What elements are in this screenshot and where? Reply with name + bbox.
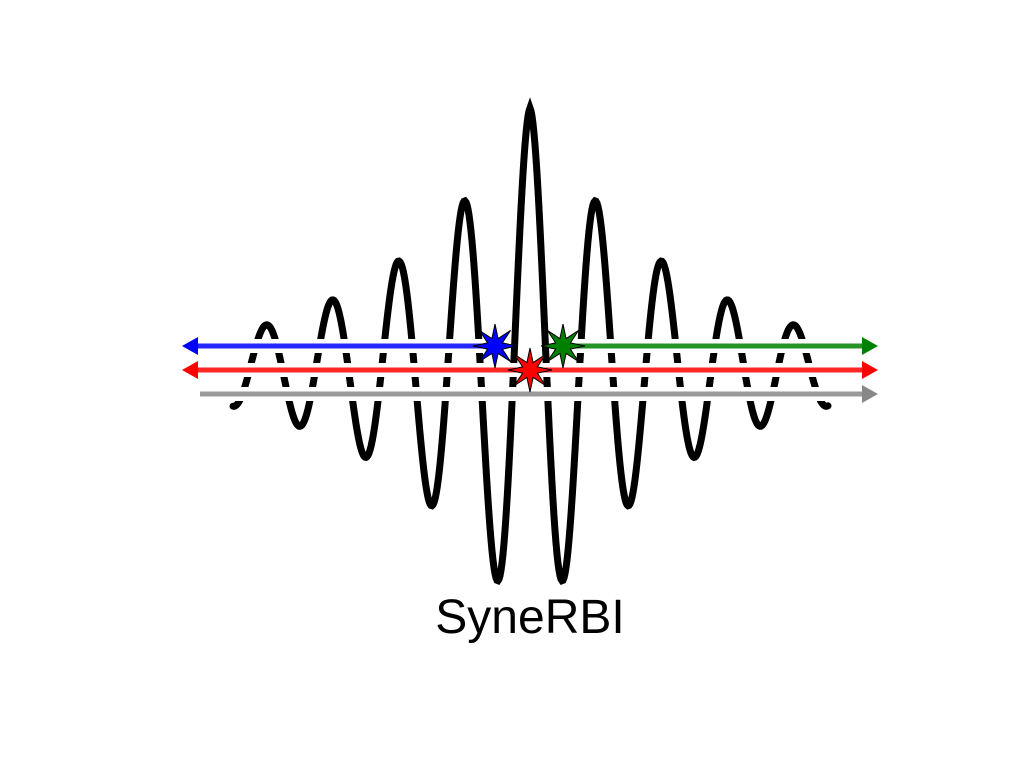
logo-text: SyneRBI [435, 591, 625, 644]
green-star-icon [540, 323, 586, 369]
wave-packet [229, 97, 832, 586]
blue-arrow-left-icon [182, 337, 198, 355]
green-arrow-right-icon [862, 337, 878, 355]
red-arrow-left-icon [182, 361, 198, 379]
gray-arrow-right-icon [862, 385, 878, 403]
red-star-icon [507, 347, 553, 393]
red-arrow-right-icon [862, 361, 878, 379]
blue-star-icon [472, 323, 518, 369]
